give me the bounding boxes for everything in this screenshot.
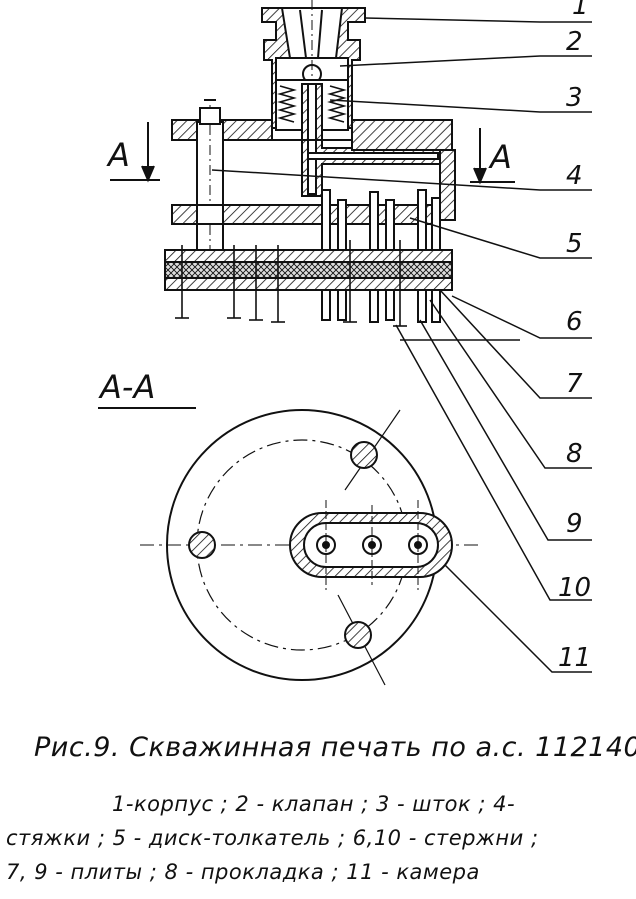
callout-leaders [211, 17, 592, 673]
side-view [164, 0, 456, 327]
figure-caption: Рис.9. Скважинная печать по а.с. 1121400 [34, 732, 636, 763]
svg-text:9: 9 [566, 509, 583, 539]
pins [175, 240, 407, 327]
svg-text:5: 5 [566, 229, 583, 259]
plate-upper [164, 249, 453, 263]
legend-line-1: 1-корпус ; 2 - клапан ; 3 - шток ; 4- [112, 792, 516, 816]
section-marker-right: А [488, 138, 512, 176]
callout-labels: 1 2 3 4 5 6 7 8 9 10 11 [558, 0, 591, 673]
spring-left [277, 85, 297, 123]
plate-lower [164, 277, 453, 291]
spring-right [327, 85, 347, 123]
svg-text:6: 6 [566, 307, 583, 337]
gasket [164, 261, 453, 279]
svg-text:11: 11 [558, 643, 591, 673]
svg-text:1: 1 [572, 0, 589, 21]
tie-rod-bottom [344, 621, 372, 649]
section-view [140, 409, 480, 686]
svg-text:4: 4 [566, 161, 583, 191]
svg-text:8: 8 [566, 439, 583, 469]
section-marker-left: А [106, 136, 130, 174]
technical-drawing: А А 1 2 3 4 5 6 7 8 9 10 11 А-А [98, 0, 592, 686]
legend-line-3: 7, 9 - плиты ; 8 - прокладка ; 11 - каме… [6, 860, 480, 884]
legend-line-2: стяжки ; 5 - диск-толкатель ; 6,10 - сте… [6, 826, 539, 850]
svg-text:7: 7 [566, 369, 583, 399]
svg-text:10: 10 [558, 573, 591, 603]
section-markers [110, 122, 515, 185]
tie-rod-left [188, 531, 216, 559]
bolt-nut [199, 107, 221, 125]
section-title: А-А [98, 368, 155, 406]
svg-text:2: 2 [566, 27, 583, 57]
svg-text:3: 3 [566, 83, 583, 113]
tie-rod-top [350, 441, 378, 469]
